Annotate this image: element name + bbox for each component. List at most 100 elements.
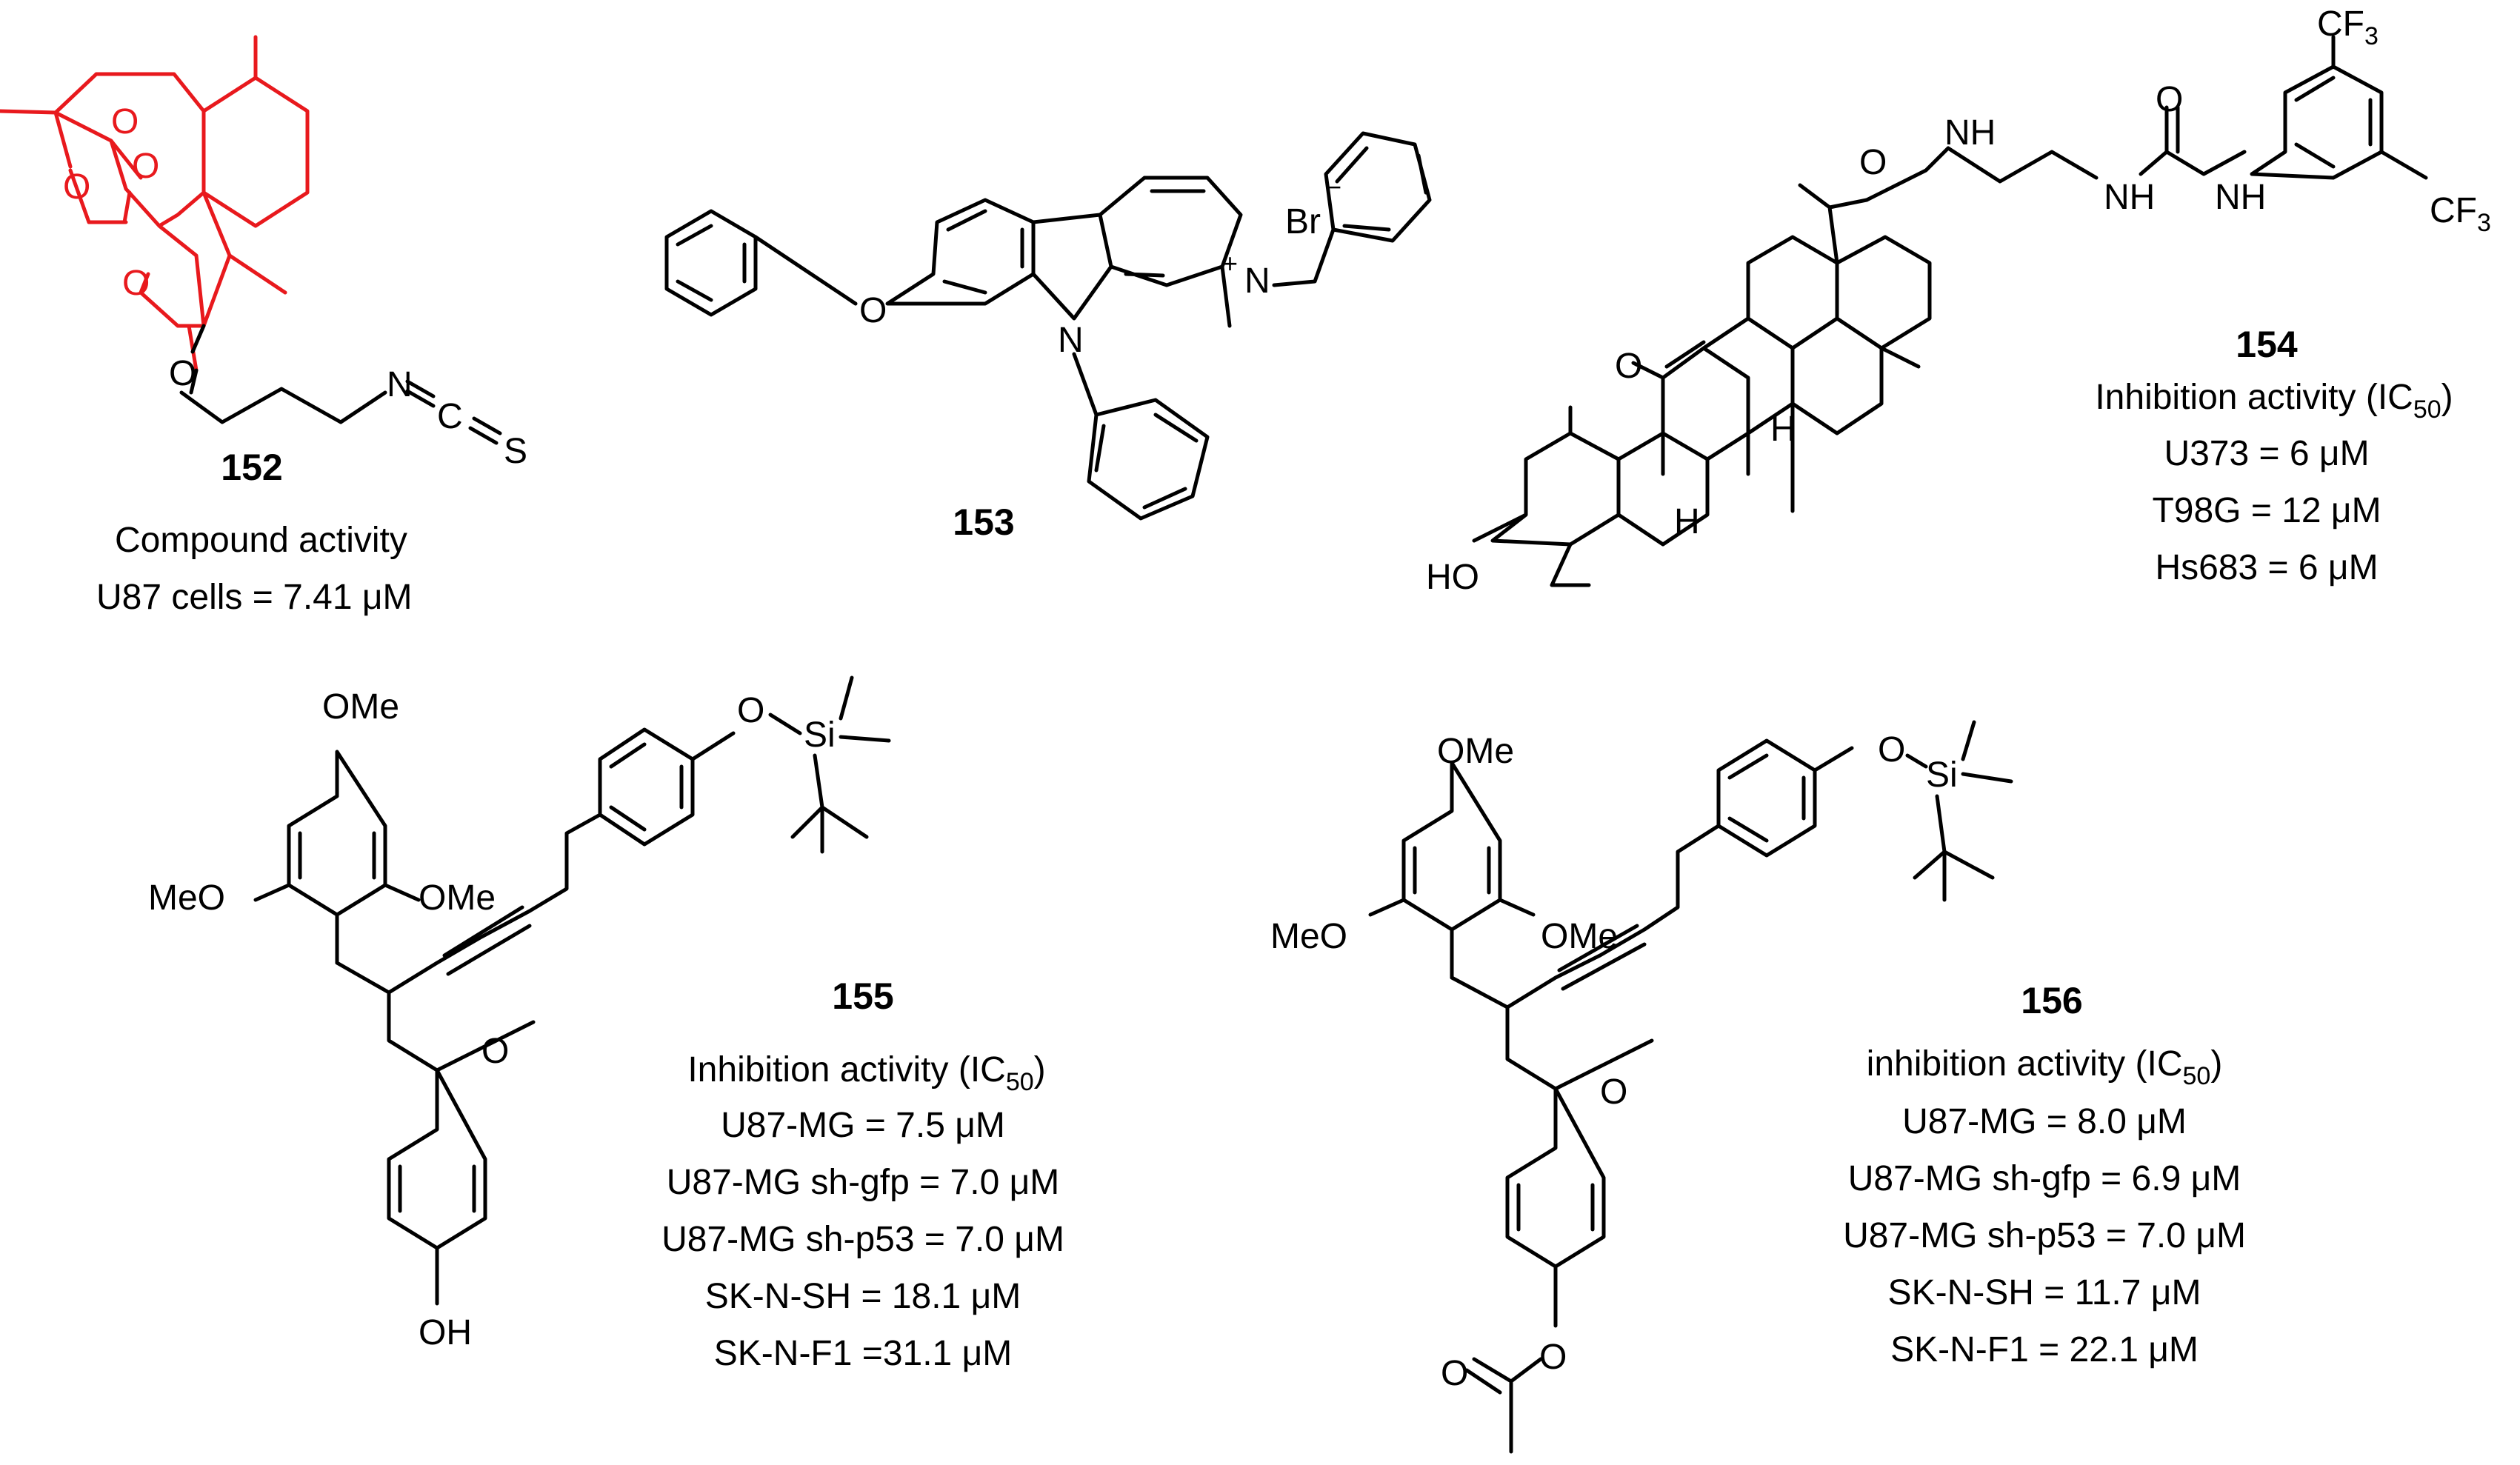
atom-HO: HO	[1426, 558, 1479, 597]
triterpene-skeleton	[1472, 183, 1932, 587]
phenol-ring	[387, 1068, 487, 1306]
counter-ion-charge: −	[1326, 172, 1341, 202]
atom-O-silyl-156: O	[1878, 730, 1905, 770]
benzyloxy-phenyl-ring	[664, 209, 758, 317]
atom-O-carbonyl-ester: O	[1441, 1354, 1468, 1393]
TBS-group	[768, 675, 891, 854]
TBS-group-156	[1905, 720, 2013, 902]
isothiocyanate-chain	[179, 324, 502, 445]
compound-152-structure: O O O O O N C S 152 Compound activity U8…	[0, 35, 527, 617]
atom-N-amide: NH	[1944, 113, 1996, 153]
atom-O-ester: O	[1539, 1338, 1567, 1377]
compound-156-activity-line-5: SK-N-F1 = 22.1 μM	[1890, 1330, 2199, 1369]
compound-152-activity-title: Compound activity	[115, 521, 407, 560]
charge-plus: +	[1222, 248, 1238, 278]
atom-C-ncs: C	[437, 397, 463, 436]
compound-156-activity-line-3: U87-MG sh-p53 = 7.0 μM	[1843, 1216, 2246, 1255]
atom-O-1: O	[63, 167, 90, 207]
atom-OMe-right-156: OMe	[1541, 917, 1618, 956]
benzyloxy-linker	[753, 235, 858, 306]
ic50-sub: 50	[2413, 396, 2441, 424]
atom-O-3: O	[132, 147, 159, 186]
cf3-top-sub: 3	[2364, 22, 2379, 50]
atom-O-urea: O	[2156, 80, 2183, 119]
compound-155-activity-line-2: U87-MG sh-gfp = 7.0 μM	[667, 1163, 1060, 1202]
compound-155-activity-line-4: SK-N-SH = 18.1 μM	[705, 1277, 1021, 1316]
atom-N-ncs: N	[387, 365, 413, 404]
atom-OMe-right: OMe	[419, 878, 496, 918]
compound-153-id: 153	[953, 501, 1014, 543]
compound-155-activity-title: Inhibition activity (IC50)	[687, 1050, 1045, 1096]
atom-H-1: H	[1674, 502, 1700, 541]
acetoxyphenyl-ring	[1464, 1087, 1606, 1454]
ic50-prefix: Inhibition activity (IC	[2095, 378, 2413, 417]
compound-155-activity-line-5: SK-N-F1 =31.1 μM	[714, 1334, 1012, 1373]
atom-N-urea-1: NH	[2104, 178, 2155, 217]
ic50-sub: 50	[1006, 1068, 1034, 1096]
compound-156-activity-line-2: U87-MG sh-gfp = 6.9 μM	[1848, 1159, 2241, 1198]
cf3-bottom-label: CF	[2430, 191, 2477, 230]
compound-153-structure: O N N + Br − 153	[664, 131, 1432, 543]
atom-CF3-1: CF3	[2317, 4, 2379, 50]
ic50-suffix: )	[2441, 378, 2453, 417]
compound-155-activity-line-3: U87-MG sh-p53 = 7.0 μM	[661, 1220, 1064, 1259]
cf3-bottom-sub: 3	[2477, 209, 2491, 237]
carbazole-core	[885, 176, 1243, 321]
backbone-155	[335, 812, 602, 1072]
ic50-suffix: )	[1034, 1050, 1046, 1089]
atom-OMe-top: OMe	[322, 687, 399, 727]
atom-O-silyl: O	[737, 691, 764, 730]
atom-OMe-top-156: OMe	[1437, 732, 1514, 771]
atom-N-pyridinium: N	[1244, 261, 1270, 301]
compound-154-activity-line-2: T98G = 12 μM	[2152, 491, 2381, 530]
ic50-sub: 50	[2183, 1062, 2211, 1090]
ic50-prefix: inhibition activity (IC	[1867, 1044, 2183, 1084]
atom-O-ketone-156: O	[1600, 1072, 1627, 1112]
atom-H-2: H	[1770, 410, 1796, 449]
compound-152-id: 152	[221, 447, 282, 488]
compound-156-activity-line-4: SK-N-SH = 11.7 μM	[1888, 1273, 2201, 1312]
silyloxyphenyl-ring-156	[1716, 738, 1854, 858]
compound-154-activity-title: Inhibition activity (IC50)	[2095, 378, 2453, 424]
atom-OH: OH	[419, 1313, 472, 1352]
atom-O-ketone-155: O	[481, 1032, 509, 1071]
compound-156-activity-title: inhibition activity (IC50)	[1867, 1044, 2223, 1090]
methyl-on-ring	[1220, 264, 1232, 328]
atom-MeO-left-156: MeO	[1270, 917, 1347, 956]
atom-O-4: O	[122, 264, 150, 303]
atom-CF3-2: CF3	[2430, 191, 2491, 237]
atom-O-2: O	[111, 102, 139, 141]
compound-156-structure: OMe MeO OMe O O O O Si 156 inhibition ac…	[1270, 720, 2246, 1454]
atom-MeO-left: MeO	[148, 878, 225, 918]
compound-154-activity-line-1: U373 = 6 μM	[2164, 434, 2369, 473]
bis-CF3-phenyl-ring	[2250, 35, 2428, 180]
compound-152-activity-line: U87 cells = 7.41 μM	[96, 578, 413, 617]
compound-156-activity-line-1: U87-MG = 8.0 μM	[1902, 1102, 2187, 1141]
atom-N-urea-2: NH	[2215, 178, 2266, 217]
ic50-suffix: )	[2210, 1044, 2222, 1084]
atom-O-benzyloxy: O	[859, 291, 887, 330]
cf3-top-label: CF	[2317, 4, 2364, 44]
atom-O-ether: O	[169, 354, 196, 393]
compound-154-id: 154	[2236, 324, 2298, 365]
trimethoxyphenyl-ring-156	[1368, 761, 1536, 980]
atom-N-indole: N	[1058, 321, 1084, 360]
atom-O-ketone: O	[1615, 347, 1642, 386]
counter-ion-Br: Br	[1285, 202, 1321, 241]
ic50-prefix: Inhibition activity (IC	[687, 1050, 1006, 1089]
compound-155-id: 155	[832, 975, 893, 1017]
compound-154-activity-line-3: Hs683 = 6 μM	[2155, 548, 2378, 587]
artemisinin-scaffold	[0, 35, 310, 373]
atom-Si-156: Si	[1926, 755, 1958, 795]
atom-Si: Si	[804, 715, 836, 755]
backbone-156	[1450, 824, 1721, 1091]
N-benzyl-linker	[1272, 227, 1336, 287]
atom-S-ncs: S	[504, 432, 527, 471]
compound-155-activity-line-1: U87-MG = 7.5 μM	[721, 1106, 1005, 1145]
N-benzyl-ring	[1324, 131, 1432, 243]
trimethoxyphenyl-ring	[253, 750, 421, 965]
atom-O-amide: O	[1859, 143, 1887, 182]
silyloxyphenyl-ring	[598, 727, 736, 847]
carbazole-N-benzyl	[1072, 352, 1210, 521]
